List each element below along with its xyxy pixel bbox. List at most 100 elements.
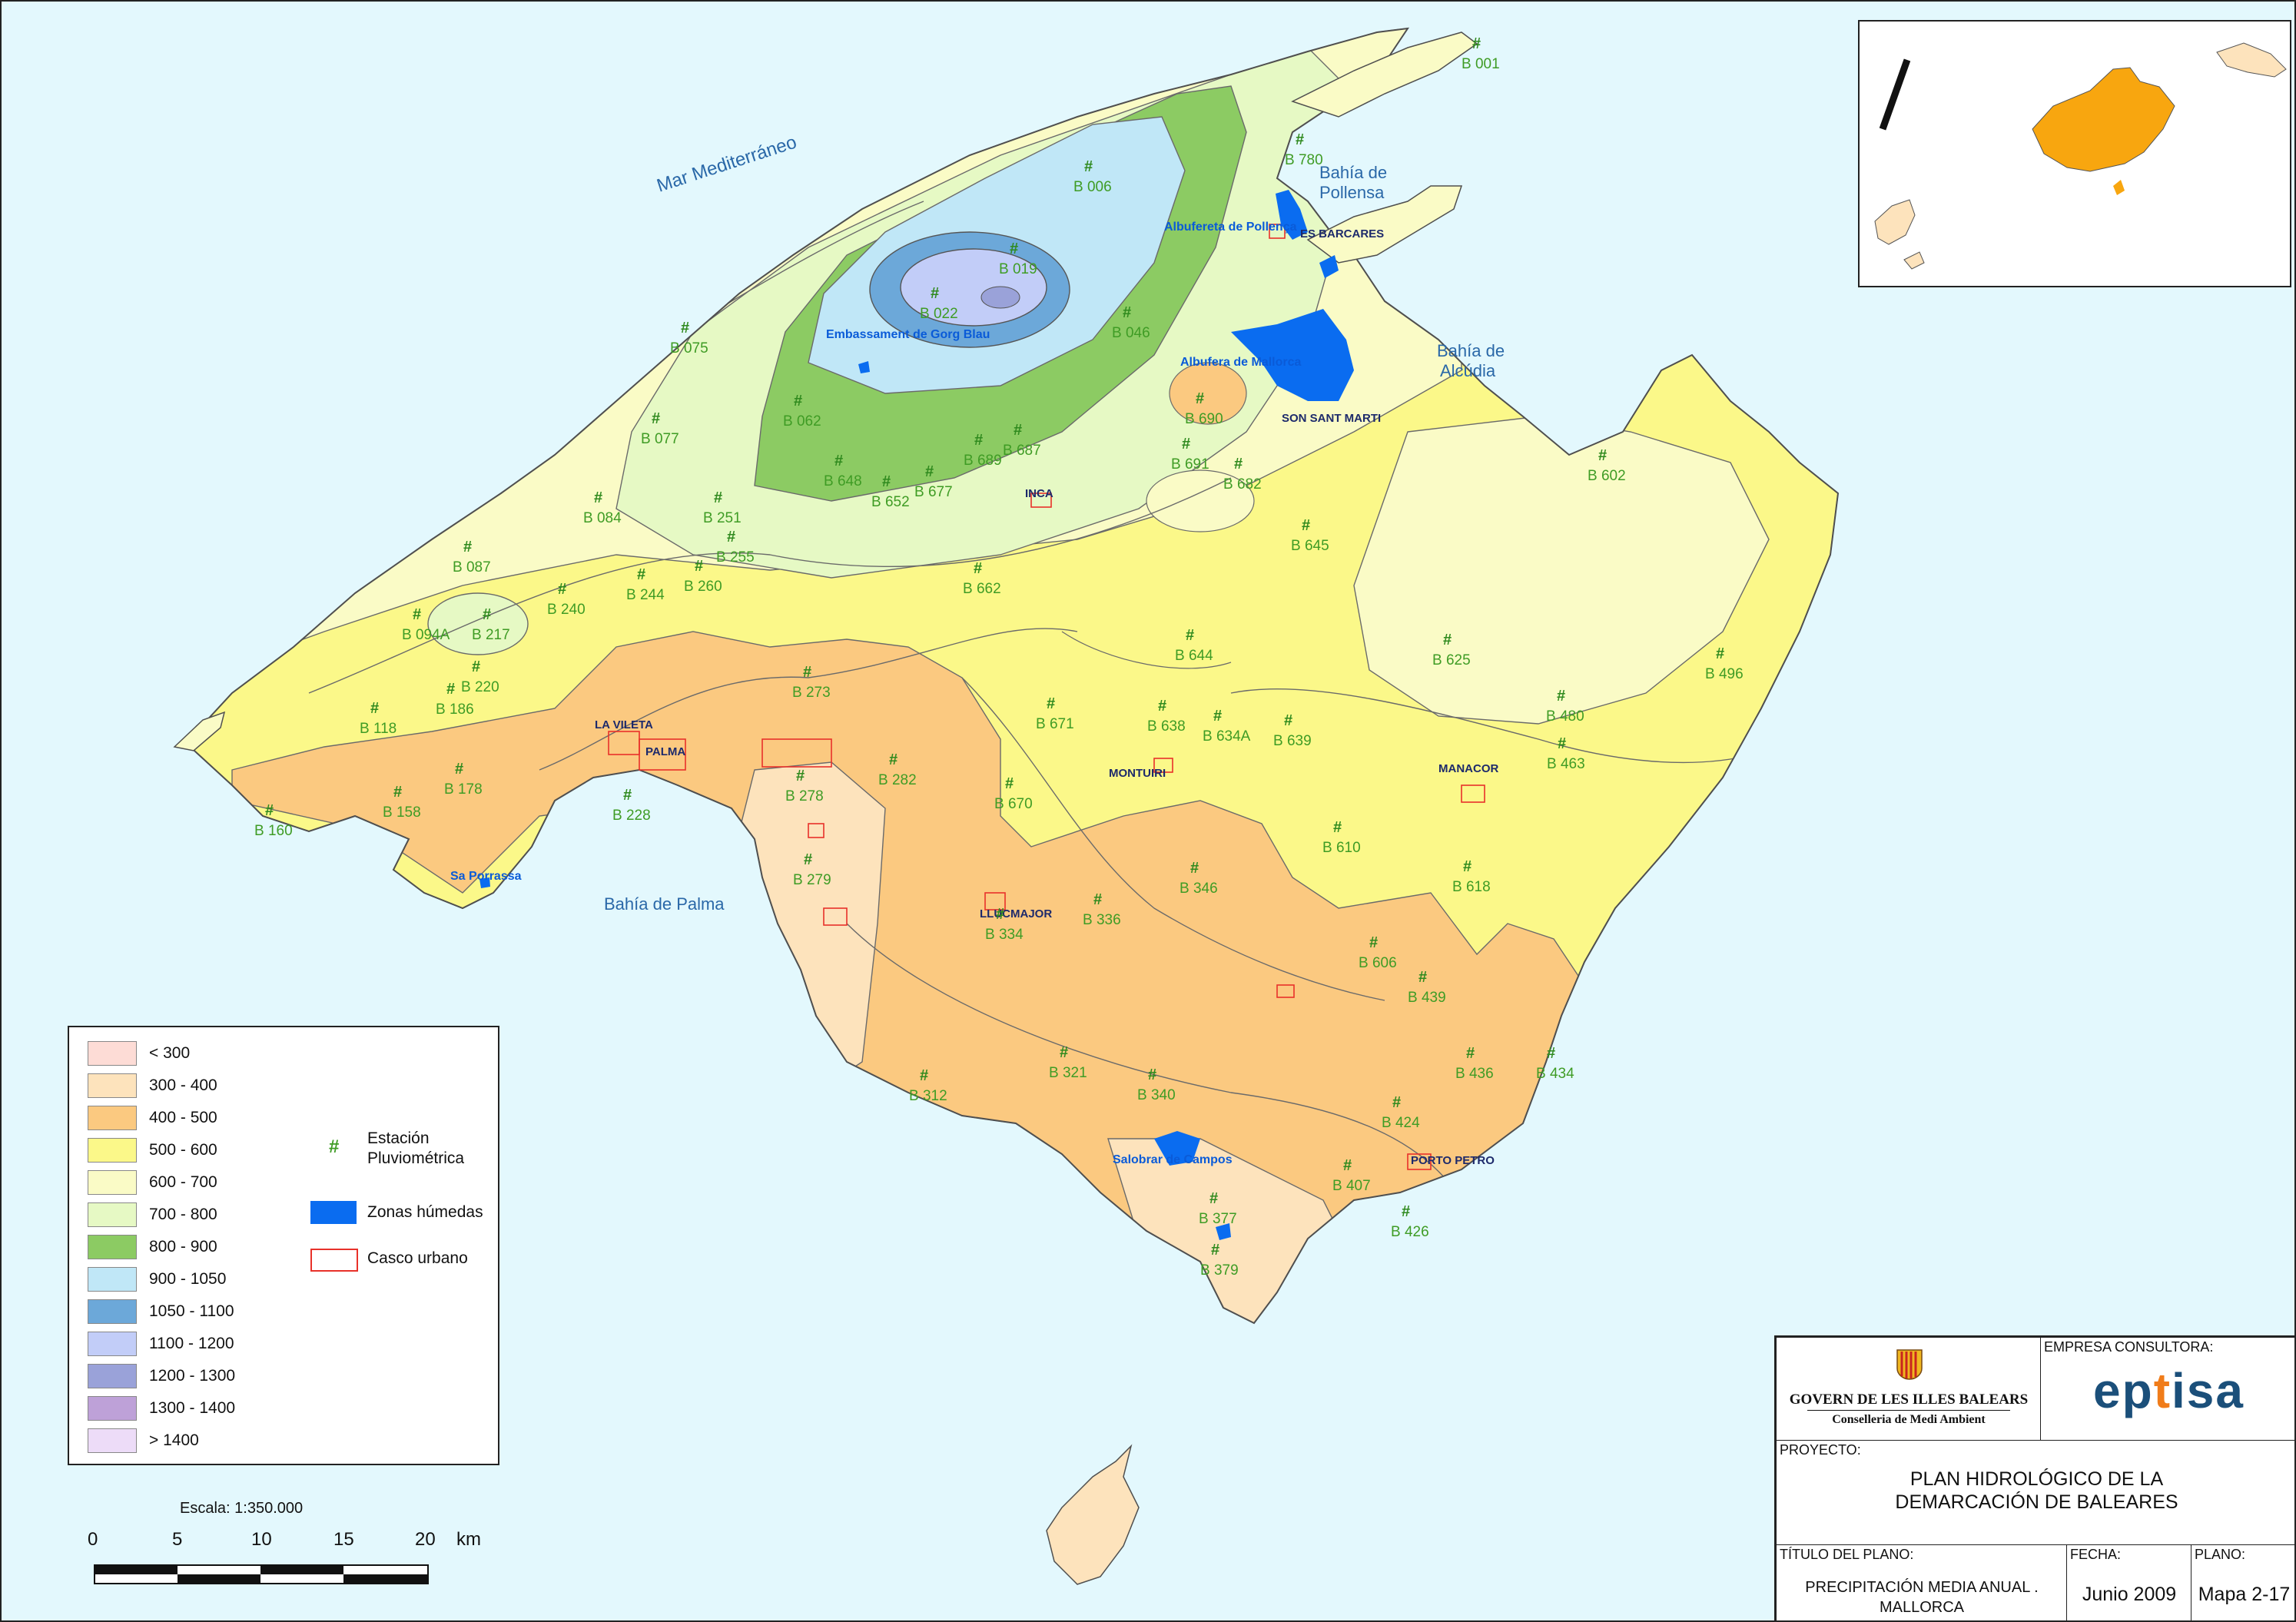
- eptisa-logo: eptisa: [2041, 1362, 2294, 1419]
- scale-unit: km: [456, 1529, 481, 1550]
- wetland-sa-porrassa: [479, 877, 490, 888]
- rain-gauge-stations: #B 001#B 780#B 006#B 019#B 022#B 046#B 0…: [254, 35, 1744, 1279]
- legend-swatch: [88, 1364, 137, 1388]
- station-marker-icon: #: [1010, 240, 1018, 257]
- station-label: B 602: [1588, 468, 1626, 484]
- legend-label: 300 - 400: [149, 1076, 217, 1094]
- town-label: ES BARCARES: [1300, 227, 1384, 240]
- wetland-label: Albufereta de Pollença: [1164, 221, 1297, 234]
- legend-station-label-2: Pluviométrica: [367, 1149, 465, 1167]
- station-marker-icon: #: [1302, 517, 1310, 534]
- station-marker-icon: #: [1558, 735, 1566, 752]
- scale-bar-graphic: [94, 1564, 429, 1584]
- legend-label: 900 - 1050: [149, 1270, 227, 1288]
- legend-item: 1050 - 1100: [88, 1299, 287, 1325]
- station-label: B 662: [963, 581, 1001, 597]
- legend-swatch: [88, 1299, 137, 1324]
- legend-label: > 1400: [149, 1431, 199, 1449]
- contour-line: [539, 628, 1078, 771]
- station-label: B 220: [461, 679, 499, 695]
- legend-swatch: [88, 1267, 137, 1292]
- station-label: B 377: [1199, 1211, 1237, 1227]
- station-marker-icon: #: [1005, 775, 1014, 792]
- station-marker-icon: #: [1093, 891, 1102, 908]
- station-label: B 334: [985, 927, 1024, 943]
- zone-600-700-sonsantmarti: [1146, 469, 1255, 532]
- dragonera-islet: [173, 711, 226, 751]
- station-marker-icon: #: [796, 768, 805, 784]
- town-label: MANACOR: [1438, 762, 1498, 775]
- urban-area: [1153, 758, 1173, 773]
- legend-swatch: [88, 1202, 137, 1227]
- contour-line: [1061, 631, 1232, 669]
- contour-line: [846, 923, 1462, 1201]
- station-marker-icon: #: [1557, 688, 1565, 705]
- wetland-label: Sa Porrassa: [450, 870, 522, 883]
- legend-urban-swatch: [310, 1249, 358, 1272]
- plan-title-line-1: PRECIPITACIÓN MEDIA ANUAL .: [1805, 1579, 2039, 1596]
- station-label: B 639: [1273, 733, 1312, 749]
- date-cell: FECHA: Junio 2009: [2066, 1544, 2192, 1620]
- legend-swatch: [88, 1235, 137, 1259]
- station-marker-icon: #: [996, 906, 1004, 923]
- wetlands: [479, 190, 1354, 1240]
- legend-item: 800 - 900: [88, 1235, 287, 1261]
- urban-area: [639, 738, 686, 771]
- station-marker-icon: #: [1716, 645, 1724, 662]
- plan-number-value: Mapa 2-17: [2198, 1584, 2291, 1605]
- station-label: B 682: [1223, 476, 1262, 493]
- station-label: B 186: [436, 702, 474, 718]
- town-label: LLUCMAJOR: [980, 907, 1052, 920]
- govern-name: GOVERN DE LES ILLES BALEARS: [1789, 1391, 2029, 1408]
- wetland-albufera-mallorca: [1231, 309, 1354, 401]
- station-marker-icon: #: [714, 489, 722, 506]
- zone-600-700-inca: [1169, 362, 1247, 425]
- station-marker-icon: #: [834, 453, 843, 469]
- station-label: B 379: [1200, 1262, 1239, 1279]
- station-label: B 439: [1408, 990, 1446, 1006]
- plan-title-cell: TÍTULO DEL PLANO: PRECIPITACIÓN MEDIA AN…: [1776, 1544, 2068, 1620]
- scale-title: Escala: 1:350.000: [180, 1500, 304, 1517]
- station-marker-icon: #: [455, 761, 463, 778]
- station-marker-icon: #: [393, 784, 402, 801]
- town-label: INCA: [1025, 487, 1053, 500]
- station-label: B 077: [641, 431, 679, 447]
- station-marker-icon: #: [1196, 390, 1204, 407]
- station-marker-icon: #: [804, 851, 812, 868]
- station-label: B 178: [444, 781, 483, 798]
- legend-label: < 300: [149, 1044, 191, 1062]
- station-marker-icon: #: [1296, 131, 1304, 148]
- station-label: B 118: [360, 721, 396, 737]
- legend-item: 900 - 1050: [88, 1267, 287, 1293]
- station-marker-icon: #: [931, 285, 939, 302]
- station-label: B 022: [920, 306, 958, 322]
- station-marker-icon: #: [1084, 158, 1093, 175]
- legend-item: 700 - 800: [88, 1202, 287, 1229]
- station-label: B 160: [254, 823, 293, 839]
- wetland-labels: Albufereta de Pollença Embassament de Go…: [450, 221, 1301, 1166]
- station-marker-icon: #: [1369, 934, 1378, 951]
- urban-area: [984, 892, 1006, 911]
- station-label: B 346: [1180, 881, 1218, 897]
- plan-number-cell: PLANO: Mapa 2-17: [2191, 1544, 2294, 1620]
- station-marker-icon: #: [1547, 1045, 1555, 1062]
- station-marker-icon: #: [1234, 456, 1243, 473]
- legend-swatch: [88, 1106, 137, 1130]
- station-marker-icon: #: [803, 664, 811, 681]
- legend-item: 300 - 400: [88, 1073, 287, 1100]
- station-marker-icon: #: [1182, 436, 1190, 453]
- govern-divider: [1807, 1410, 2010, 1411]
- station-label: B 228: [612, 808, 651, 824]
- wetland-label: Salobrar de Campos: [1113, 1153, 1233, 1166]
- town-label: PALMA: [645, 745, 685, 758]
- station-label: B 480: [1546, 708, 1584, 725]
- station-label: B 426: [1391, 1224, 1429, 1240]
- station-label: B 407: [1332, 1178, 1371, 1194]
- island-outline: [184, 27, 1840, 1325]
- legend-swatch: [88, 1170, 137, 1195]
- station-marker-icon: #: [925, 463, 934, 480]
- station-label: B 260: [684, 579, 722, 595]
- plan-title-line-2: MALLORCA: [1879, 1599, 1965, 1616]
